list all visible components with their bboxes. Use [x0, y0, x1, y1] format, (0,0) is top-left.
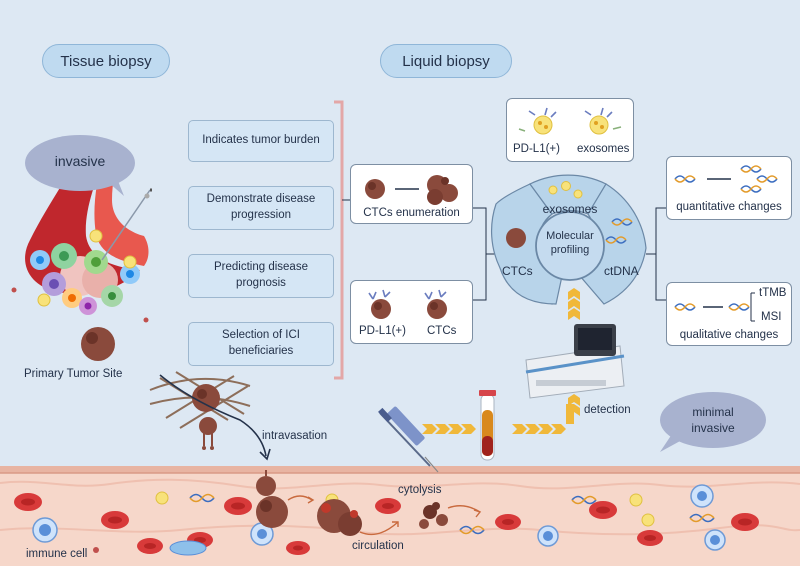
blood-vessel [0, 466, 800, 566]
ctc-enumeration-label: CTCs enumeration [363, 207, 460, 219]
ttmb-label: tTMB [759, 287, 787, 299]
tissue-biopsy-header: Tissue biopsy [42, 44, 170, 78]
pdl1-ctcs-graphic [368, 289, 447, 319]
qualitative-changes-label: qualitative changes [679, 329, 779, 341]
pdl1-ctcs-label-left: PD-L1(+) [359, 325, 406, 337]
pdl1-ctcs-box: PD-L1(+) CTCs [350, 280, 473, 344]
pdl1-exosomes-label-left: PD-L1(+) [513, 143, 560, 155]
cytolysis-label: cytolysis [398, 484, 442, 496]
tissue-item-ici-beneficiaries: Selection of ICI beneficiaries [188, 322, 334, 366]
tissue-item-disease-prognosis: Predicting disease prognosis [188, 254, 334, 298]
tissue-bracket [334, 100, 344, 380]
immune-cell-label: immune cell [26, 548, 88, 560]
pdl1-exosomes-label-right: exosomes [577, 143, 630, 155]
qualitative-changes-box: tTMB MSI qualitative changes [666, 282, 792, 346]
quantitative-changes-box: quantitative changes [666, 156, 792, 220]
quantitative-changes-graphic [674, 165, 778, 193]
connector-lines [342, 199, 666, 301]
circulation-arrows [287, 495, 482, 536]
qualitative-changes-graphic [674, 292, 755, 322]
msi-label: MSI [761, 311, 782, 323]
profiling-ctdna-label: ctDNA [604, 264, 639, 278]
flow-arrows [422, 288, 580, 434]
pdl1-exosomes-box: PD-L1(+) exosomes [506, 98, 634, 162]
tissue-item-disease-progression: Demonstrate disease progression [188, 186, 334, 230]
quantitative-changes-label: quantitative changes [676, 201, 782, 213]
detection-label: detection [584, 404, 631, 416]
profiling-wheel [490, 174, 647, 305]
speech-bubbles [25, 135, 766, 452]
pdl1-exosomes-graphic [518, 107, 622, 135]
intravasation-site [81, 327, 276, 496]
liquid-biopsy-header: Liquid biopsy [380, 44, 512, 78]
minimal-invasive-label: minimal invasive [691, 405, 735, 436]
ctc-enumeration-box: CTCs enumeration [350, 164, 473, 224]
dna-fragments-vessel [189, 493, 715, 535]
profiling-center-label: Molecular profiling [546, 230, 594, 257]
tumor-mass [11, 229, 149, 323]
immune-cells-vessel [32, 484, 726, 556]
sequencer-machine [525, 324, 625, 399]
tissue-item-tumor-burden: Indicates tumor burden [188, 120, 334, 162]
blood-tube [479, 390, 496, 461]
intravasation-label: intravasation [262, 430, 328, 442]
ctc-enumeration-graphic [365, 175, 458, 205]
invasive-label: invasive [54, 153, 106, 169]
syringe [378, 406, 439, 473]
primary-tumor-site-label: Primary Tumor Site [24, 368, 123, 380]
pdl1-ctcs-label-right: CTCs [427, 325, 457, 337]
profiling-exosomes-label: exosomes [542, 202, 598, 216]
circulation-label: circulation [352, 540, 404, 552]
biopsy-needle [101, 188, 152, 261]
profiling-ctcs-label: CTCs [502, 264, 533, 278]
ctc-cluster-vessel [256, 496, 448, 536]
